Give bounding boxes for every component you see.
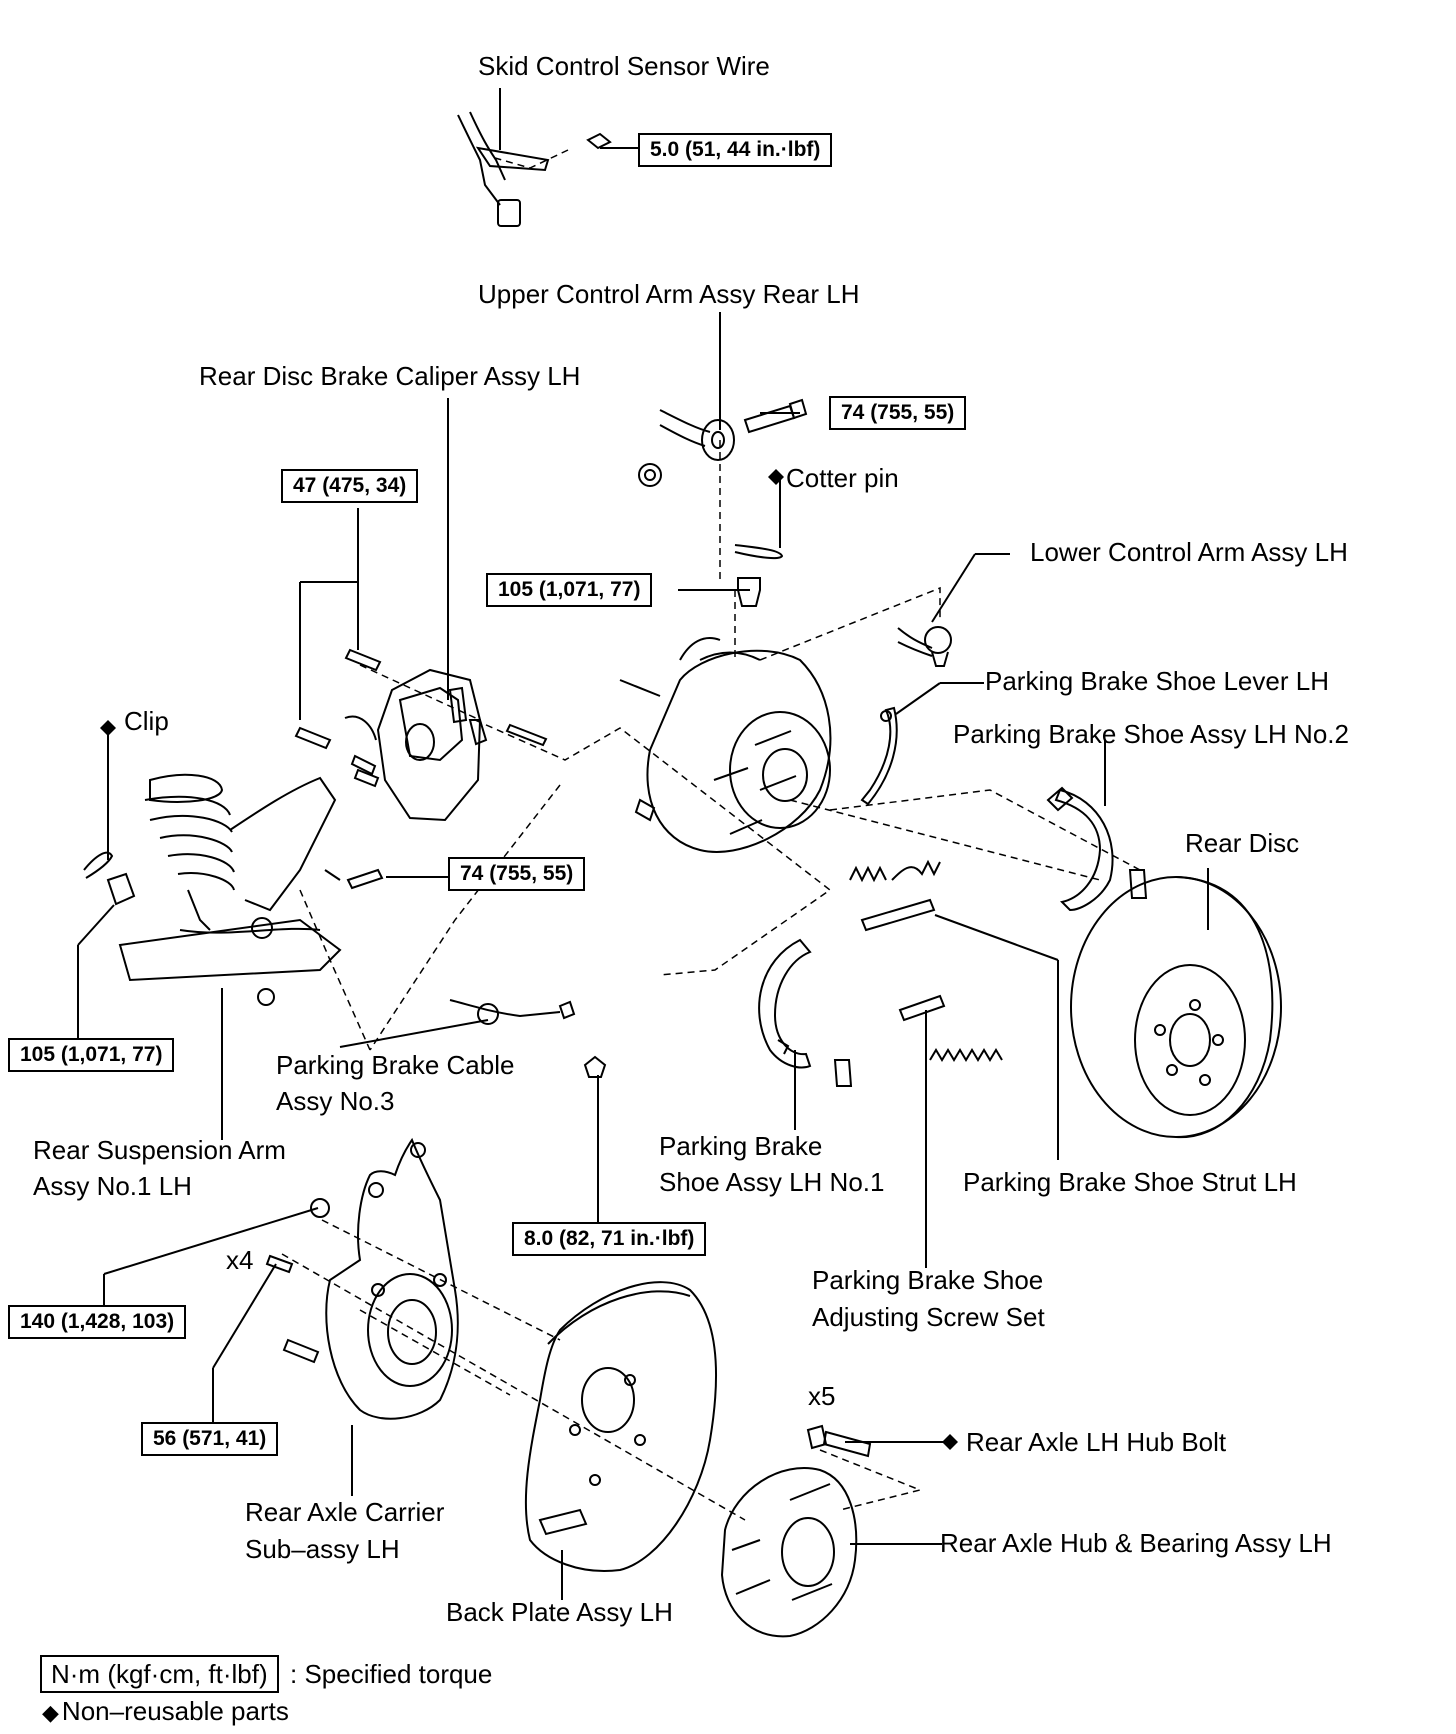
legend-nonreusable: Non–reusable parts [42,1693,289,1731]
sensor-wire-part [457,111,612,227]
label-clip: Clip [124,706,169,736]
label-pb-shoe-no1-1: Parking Brake [659,1131,823,1161]
knuckle-hub-part [619,637,832,853]
label-cotter-pin: Cotter pin [786,463,899,493]
hub-bearing-part [720,1424,872,1638]
label-carrier-1: Rear Axle Carrier [245,1497,445,1527]
label-upper-control-arm: Upper Control Arm Assy Rear LH [478,279,860,309]
legend-nonreusable-text: Non–reusable parts [61,1696,289,1726]
label-pb-cable-1: Parking Brake Cable [276,1050,515,1080]
label-back-plate: Back Plate Assy LH [446,1597,673,1627]
axle-carrier-part [265,1137,459,1420]
label-lower-control-arm: Lower Control Arm Assy LH [1030,537,1348,567]
label-rear-susp-arm-2: Assy No.1 LH [33,1171,192,1201]
label-pb-cable-2: Assy No.3 [276,1086,395,1116]
diamond-icon [42,1696,62,1726]
label-carrier-2: Sub–assy LH [245,1534,400,1564]
strut-spring-part [83,773,384,1006]
label-rear-caliper: Rear Disc Brake Caliper Assy LH [199,361,581,391]
label-pb-adj-2: Adjusting Screw Set [812,1302,1045,1332]
shoe-no2-part [1046,786,1148,912]
torque-carrier-bolts: 56 (571, 41) [141,1422,279,1456]
legend-torque-box: N·m (kgf·cm, ft·lbf) [40,1655,279,1693]
label-x5: x5 [808,1381,836,1411]
pb-cable-part [449,999,607,1078]
label-pb-strut: Parking Brake Shoe Strut LH [963,1167,1297,1197]
torque-suspension-bolt: 74 (755, 55) [448,857,586,891]
cotter-nut-part [734,544,784,607]
torque-carrier-nut: 140 (1,428, 103) [8,1305,187,1339]
springs-part [849,859,1003,1062]
shoe-no1-part [758,938,853,1087]
label-pb-shoe-no1-2: Shoe Assy LH No.1 [659,1167,885,1197]
label-rear-disc: Rear Disc [1185,828,1300,858]
label-pb-shoe-no2: Parking Brake Shoe Assy LH No.2 [953,719,1349,749]
torque-suspension-nut: 105 (1,071, 77) [8,1038,175,1072]
label-hub-bearing: Rear Axle Hub & Bearing Assy LH [940,1528,1332,1558]
label-pb-shoe-lever: Parking Brake Shoe Lever LH [985,666,1329,696]
rear-disc-part [1070,876,1282,1139]
torque-upper-arm-bolt: 74 (755, 55) [829,396,967,430]
label-x4: x4 [226,1245,254,1275]
torque-ball-joint-nut: 105 (1,071, 77) [486,573,653,607]
label-pb-adj-1: Parking Brake Shoe [812,1265,1044,1295]
torque-cable-bolt: 8.0 (82, 71 in.·lbf) [512,1222,707,1256]
label-rear-susp-arm-1: Rear Suspension Arm [33,1135,286,1165]
label-hub-bolt: Rear Axle LH Hub Bolt [966,1427,1227,1457]
back-plate-part [524,1281,717,1572]
torque-caliper-bolts: 47 (475, 34) [281,469,419,503]
shoe-lever-part [860,706,898,806]
label-skid-sensor-wire: Skid Control Sensor Wire [478,51,770,81]
upper-arm-part [638,398,808,487]
legend-torque-text: : Specified torque [290,1659,493,1689]
diamond-markers [100,469,958,1450]
lower-arm-part [897,626,952,667]
caliper-part [294,648,548,822]
torque-sensor-bolt: 5.0 (51, 44 in.·lbf) [638,133,833,167]
leader-lines [77,88,1209,1600]
